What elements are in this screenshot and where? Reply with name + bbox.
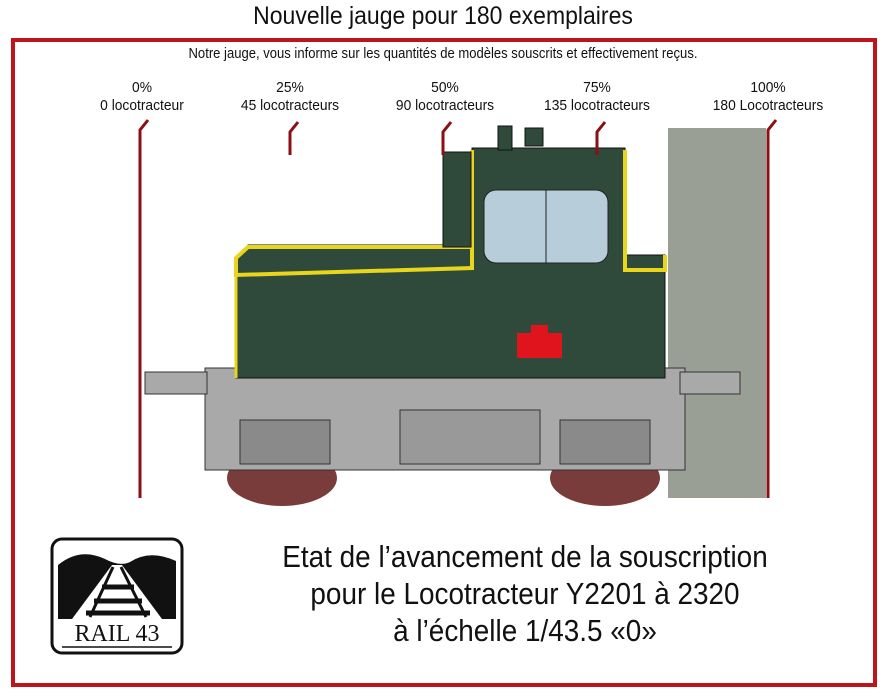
marker-line-100 — [766, 119, 778, 498]
marker-label-50: 50% 90 locotracteurs — [367, 79, 523, 115]
rail43-logo: RAIL 43 — [50, 537, 184, 655]
marker-percent: 25% — [276, 79, 304, 96]
marker-label-25: 25% 45 locotracteurs — [212, 79, 368, 115]
marker-line-50 — [441, 121, 453, 155]
marker-count: 135 locotracteurs — [544, 97, 650, 114]
marker-count: 0 locotracteur — [100, 97, 184, 114]
marker-percent: 75% — [583, 79, 611, 96]
subtitle: Notre jauge, vous informe sur les quanti… — [188, 46, 698, 62]
marker-label-0: 0% 0 locotracteur — [64, 79, 220, 115]
locomotive-body — [234, 125, 667, 379]
marker-line-25 — [288, 121, 300, 155]
description-line: à l’échelle 1/43.5 «0» — [393, 613, 657, 648]
marker-percent: 100% — [750, 79, 786, 96]
gauge-markers — [138, 119, 778, 498]
marker-count: 45 locotracteurs — [240, 97, 340, 114]
description-line: pour le Locotracteur Y2201 à 2320 — [310, 576, 740, 611]
logo-text: RAIL 43 — [74, 621, 159, 647]
marker-label-75: 75% 135 locotracteurs — [519, 79, 675, 115]
marker-label-100: 100% 180 Locotracteurs — [690, 79, 846, 115]
chassis — [144, 367, 741, 471]
marker-line-0 — [138, 119, 150, 498]
marker-percent: 50% — [431, 79, 459, 96]
marker-count: 90 locotracteurs — [395, 97, 495, 114]
page-title: Nouvelle jauge pour 180 exemplaires — [253, 2, 633, 30]
description-line: Etat de l’avancement de la souscription — [282, 539, 768, 574]
description: Etat de l’avancement de la souscription … — [237, 538, 813, 649]
marker-percent: 0% — [132, 79, 152, 96]
red-frame — [11, 38, 877, 687]
marker-count: 180 Locotracteurs — [712, 97, 824, 114]
marker-line-75 — [595, 121, 607, 155]
